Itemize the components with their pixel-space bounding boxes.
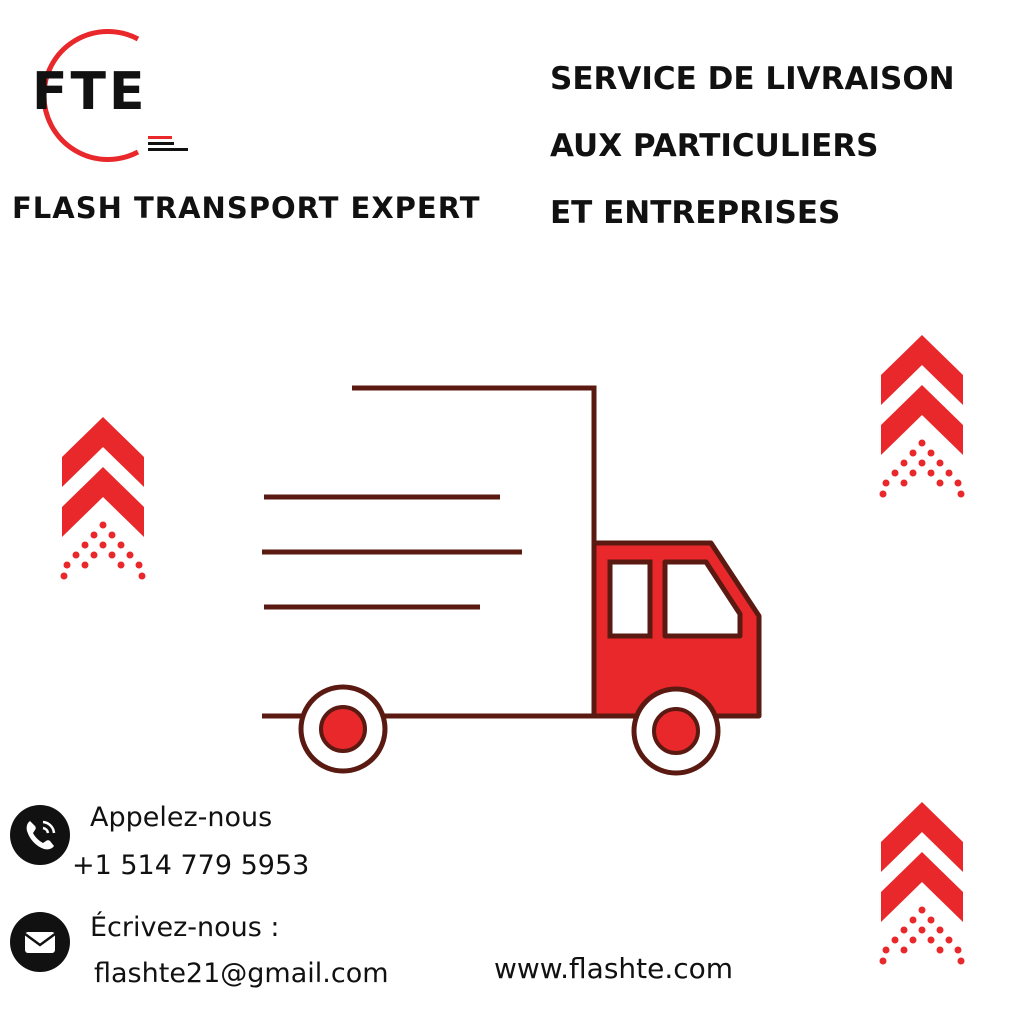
logo-dash-red [148, 136, 172, 139]
headline-line-1: SERVICE DE LIVRAISON [550, 61, 955, 97]
logo-ring [41, 29, 188, 162]
phone-number[interactable]: +1 514 779 5953 [72, 850, 310, 881]
website-link[interactable]: www.flashte.com [494, 952, 734, 985]
cab-window-large [662, 559, 743, 639]
rear-wheel-hub [319, 705, 367, 753]
headline-line-2: AUX PARTICULIERS [550, 128, 879, 164]
envelope-icon [10, 912, 70, 972]
phone-label: Appelez-nous [90, 802, 273, 833]
double-chevron-up-icon [60, 417, 146, 580]
email-address[interactable]: flashte21@gmail.com [94, 958, 389, 989]
double-chevron-up-icon [879, 802, 965, 965]
double-chevron-up-icon [879, 335, 965, 498]
email-label: Écrivez-nous : [90, 912, 280, 943]
logo-text: FTE [32, 62, 148, 122]
front-wheel-hub [652, 707, 700, 755]
headline-line-3: ET ENTREPRISES [550, 195, 841, 231]
brand-name: FLASH TRANSPORT EXPERT [12, 191, 481, 225]
cab-window-small [607, 559, 653, 639]
logo-dash-black-1 [148, 142, 174, 145]
logo-dash-black-2 [148, 148, 188, 151]
phone-icon [10, 805, 70, 865]
